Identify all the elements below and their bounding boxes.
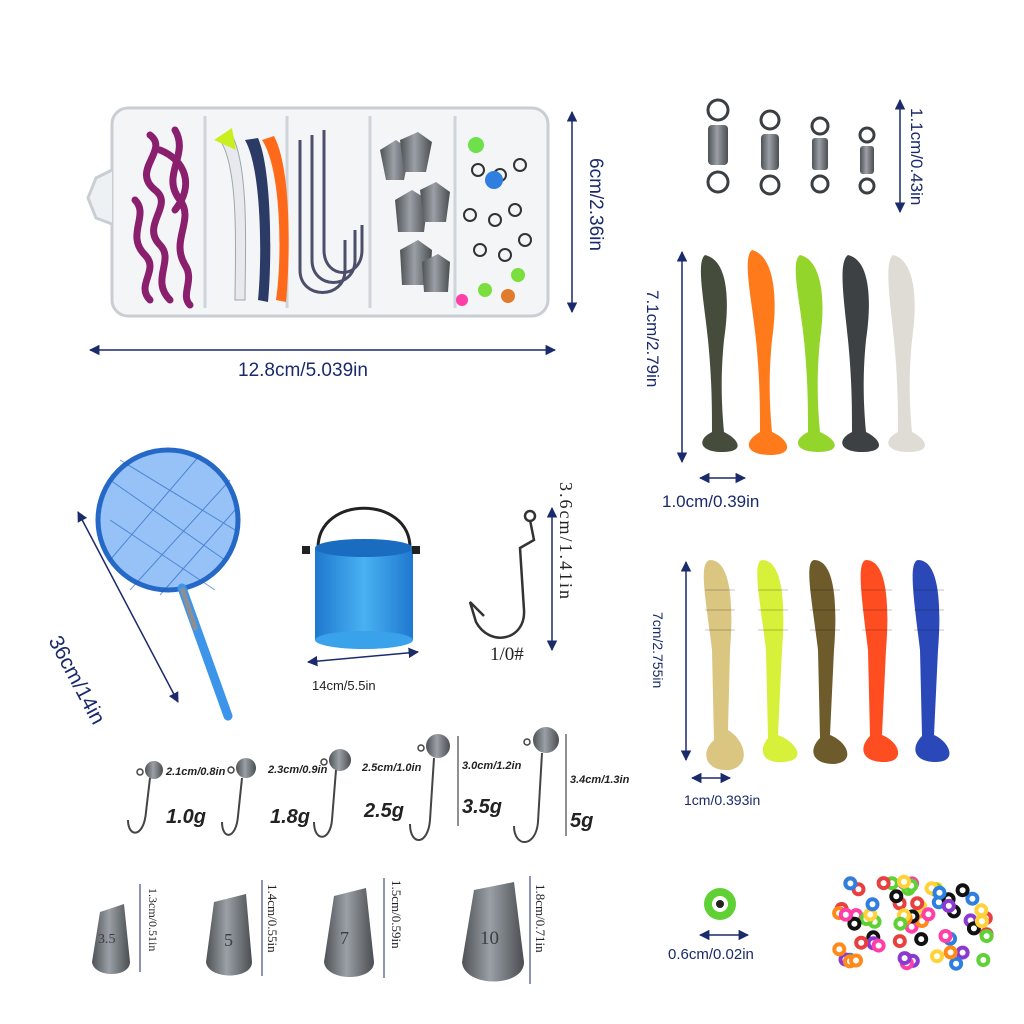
paddle-width-label: 1.0cm/0.39in: [662, 492, 760, 511]
bead-eye: [914, 900, 921, 907]
sinker-size-label: 1.5cm/0.59in: [389, 880, 404, 949]
ribbed-tails: [703, 560, 950, 771]
bead-eye: [908, 923, 915, 930]
jig-weight-label: 1.0g: [166, 806, 207, 828]
ribbed-width-label: 1cm/0.393in: [684, 792, 761, 808]
bead-eye: [942, 933, 949, 939]
bead-eye: [896, 938, 903, 945]
bead-eye: [869, 901, 876, 908]
landing-net: [95, 447, 241, 721]
sinker-mark: 7: [340, 928, 349, 948]
bead-eye: [947, 949, 954, 956]
jig-size-label: 3.4cm/1.3in: [570, 774, 630, 786]
sinker-size-label: 1.4cm/0.55in: [265, 884, 280, 953]
bucket-label: 14cm/5.5in: [312, 678, 376, 693]
jig-size-label: 2.1cm/0.8in: [166, 766, 226, 778]
bead-eye: [969, 895, 976, 902]
bead-eye: [953, 960, 960, 967]
bead-eye: [983, 933, 990, 940]
bead-eye: [980, 957, 987, 963]
bead-eye: [928, 885, 935, 892]
bead-eye: [851, 920, 858, 927]
bead-eye: [978, 907, 985, 914]
eye-bead: [704, 888, 736, 920]
net-arrow: [77, 511, 179, 703]
sinker-size-label: 1.8cm/0.71in: [533, 884, 548, 953]
sinker-mark: 5: [224, 930, 233, 950]
bead-eye: [853, 957, 859, 964]
bead-eye: [934, 953, 940, 960]
jig-weight-label: 5g: [570, 810, 594, 832]
bead-eye: [978, 918, 985, 925]
bead-eye: [936, 889, 943, 896]
bead-eye: [875, 942, 882, 949]
bead-pile: [832, 874, 994, 971]
bead-eye: [847, 880, 854, 887]
bead-eye: [900, 912, 907, 919]
bead-eye: [935, 899, 942, 906]
bead-eye: [959, 887, 966, 894]
bead-eye: [858, 939, 865, 946]
jig-size-label: 2.5cm/1.0in: [362, 762, 422, 774]
jig-weight-label: 2.5g: [364, 800, 405, 822]
bead-eye: [901, 878, 907, 885]
ribbed-length-label: 7cm/2.755in: [650, 612, 666, 689]
bead-label: 0.6cm/0.02in: [668, 946, 754, 963]
jig-size-label: 3.0cm/1.2in: [462, 760, 522, 772]
bead-eye: [959, 949, 966, 956]
bead-eye: [918, 936, 925, 943]
bucket-arrow: [306, 647, 420, 667]
hook-size-label: 1/0#: [490, 644, 524, 665]
bead-eye: [970, 925, 977, 932]
collapsible-bucket: [302, 506, 420, 649]
jig-heads: [127, 727, 559, 843]
bead-eye: [836, 946, 843, 953]
bead-eye: [853, 912, 860, 919]
swivels: [706, 98, 876, 196]
tackle-box: [86, 106, 550, 318]
box-width-label: 12.8cm/5.039in: [238, 360, 368, 381]
bead-eye: [842, 911, 849, 918]
sinker-mark: 10: [480, 928, 499, 949]
bead-eye: [880, 880, 887, 887]
hook-dimension-label: 3.6cm/1.41in: [556, 482, 576, 601]
jig-weight-label: 3.5g: [462, 796, 503, 818]
bead-eye: [855, 886, 862, 893]
bead-eye: [897, 920, 904, 927]
jig-size-label: 2.3cm/0.9in: [268, 764, 328, 776]
bead-eye: [925, 911, 932, 918]
worm-hook: [468, 509, 537, 639]
bead-eye: [893, 893, 900, 900]
swivel-label: 1.1cm/0.43in: [907, 108, 926, 206]
bead-eye: [919, 918, 926, 924]
paddle-tails: [700, 250, 925, 455]
box-height-label: 6cm/2.36in: [585, 158, 606, 251]
paddle-length-label: 7.1cm/2.79in: [643, 290, 662, 388]
bead-eye: [867, 911, 874, 918]
bead-eye: [901, 955, 908, 962]
sinker-mark: 3.5: [98, 932, 116, 947]
bullet-sinkers: [92, 882, 524, 982]
sinker-size-label: 1.3cm/0.51in: [146, 888, 160, 952]
jig-weight-label: 1.8g: [270, 806, 311, 828]
bead-eye: [945, 902, 952, 909]
